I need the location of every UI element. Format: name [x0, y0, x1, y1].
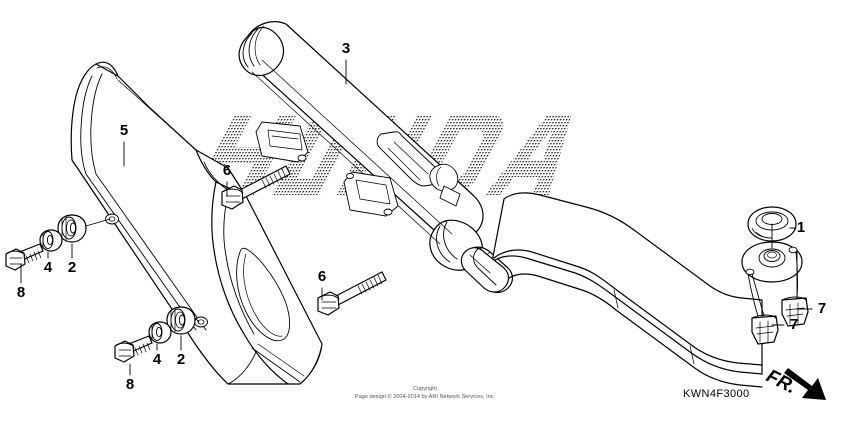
exhaust-flange-assembly	[741, 206, 809, 345]
copyright-line-2: Page design © 2004-2014 by ARI Network S…	[355, 393, 496, 400]
fr-arrow-icon	[784, 368, 826, 400]
callout-numbers: 1 2 2 3 4 4 5 6 6 7 7 8 8	[17, 40, 826, 393]
callout-1: 1	[797, 219, 805, 236]
exhaust-pipe-joint-nut-7a	[781, 296, 809, 327]
diagram-part-number: KWN4F3000	[683, 388, 750, 400]
muffler-mount-hardware-lower	[114, 306, 196, 363]
front-orientation-marker: FR.	[763, 366, 826, 400]
callout-2a: 2	[68, 259, 76, 276]
callout-4b: 4	[153, 351, 162, 368]
muffler-mount-washer-4a	[39, 229, 63, 252]
muffler-heat-shield-part5	[70, 61, 323, 385]
callout-8b: 8	[126, 376, 134, 393]
callout-8a: 8	[17, 284, 25, 301]
muffler-mount-bolt-8a	[5, 243, 44, 271]
callout-7b: 7	[790, 316, 798, 333]
callout-7a: 7	[818, 300, 826, 317]
copyright-block: Copyright Page design © 2004-2014 by ARI…	[355, 386, 496, 400]
copyright-line-1: Copyright	[413, 386, 437, 392]
muffler-mount-hardware-upper	[5, 214, 87, 271]
callout-6b: 6	[318, 268, 326, 285]
callout-leader-lines	[20, 59, 813, 376]
fr-label: FR.	[763, 366, 800, 399]
muffler-mount-collar-2b	[166, 306, 196, 335]
callout-4a: 4	[44, 259, 53, 276]
exhaust-pipe-joint-nut-7b	[751, 314, 779, 345]
muffler-mount-collar-2a	[57, 214, 87, 243]
callout-6a: 6	[223, 162, 231, 179]
callout-3: 3	[342, 40, 350, 57]
exhaust-pipe	[460, 192, 763, 388]
exhaust-pipe-gasket-part1	[747, 206, 797, 242]
callout-5: 5	[120, 122, 128, 139]
callout-2b: 2	[177, 351, 185, 368]
muffler-mount-washer-4b	[148, 321, 172, 344]
muffler-mount-bolt-8b	[114, 335, 153, 363]
muffler-mounting-bolt-6b	[317, 271, 387, 316]
